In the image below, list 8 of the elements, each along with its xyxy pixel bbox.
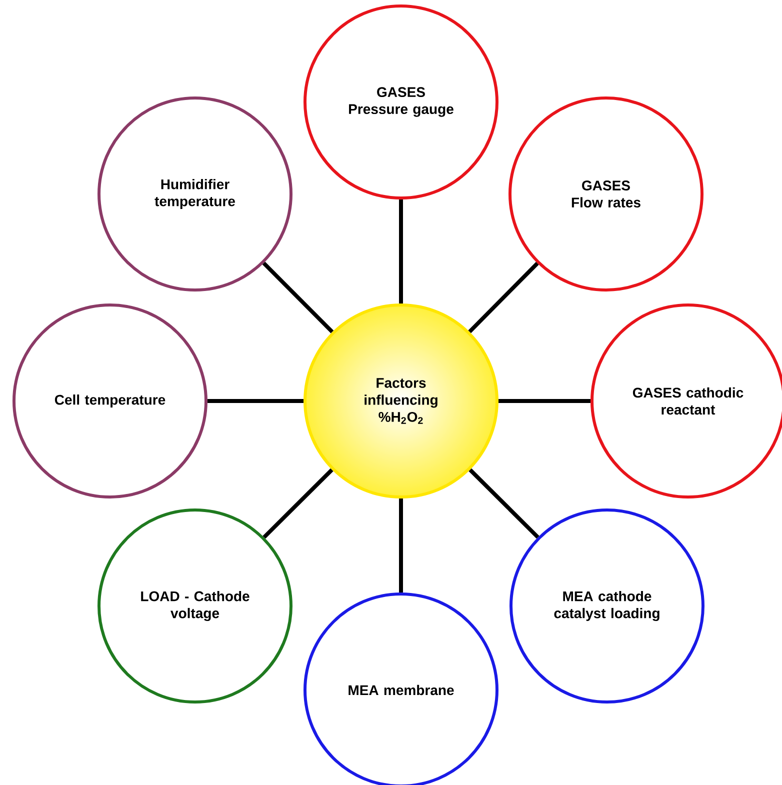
connector-line	[262, 468, 334, 539]
connector-line	[208, 399, 304, 403]
connector-line	[399, 498, 403, 592]
connector-line	[468, 468, 540, 539]
connector-line	[468, 262, 539, 334]
connector-line	[262, 262, 334, 334]
connector-line	[498, 399, 590, 403]
connector-line	[399, 200, 403, 304]
